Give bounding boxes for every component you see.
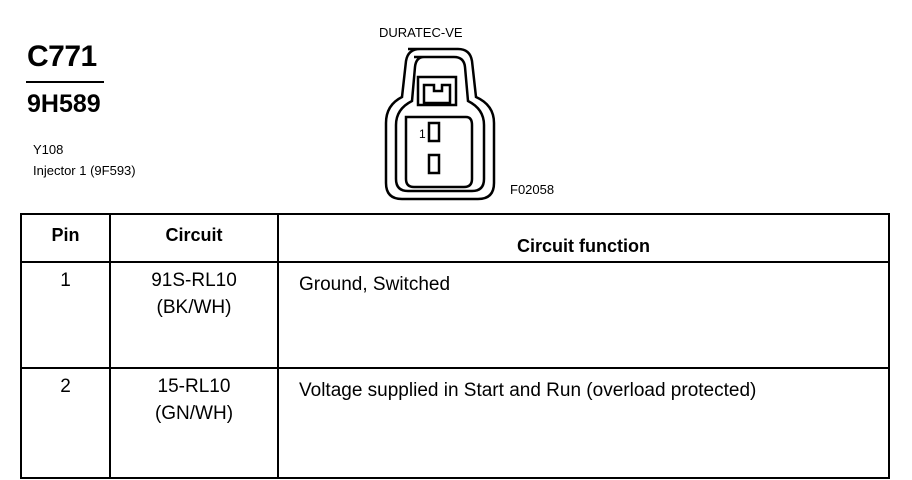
connector-face-diagram: 1	[384, 47, 496, 201]
title-underline	[26, 81, 104, 83]
circuit-cell: 91S-RL10 (BK/WH)	[109, 261, 279, 369]
pin-1-terminal	[427, 121, 441, 143]
connector-housing-outer	[384, 47, 496, 201]
header-circuit: Circuit	[109, 213, 279, 263]
component-name: Injector 1 (9F593)	[33, 163, 136, 178]
connector-latch	[416, 75, 458, 107]
table-row: 1 91S-RL10 (BK/WH) Ground, Switched	[20, 261, 890, 369]
connector-id: C771	[27, 40, 97, 73]
pin-number: 2	[20, 367, 111, 479]
circuit-cell: 15-RL10 (GN/WH)	[109, 367, 279, 479]
cavity-frame	[404, 115, 474, 189]
table-row: 2 15-RL10 (GN/WH) Voltage supplied in St…	[20, 367, 890, 479]
figure-code: F02058	[510, 182, 555, 197]
header-function: Circuit function	[277, 213, 890, 263]
circuit-function: Voltage supplied in Start and Run (overl…	[277, 367, 890, 479]
circuit-id: 15-RL10	[157, 376, 231, 397]
pin-table: Pin Circuit Circuit function 1 91S-RL10 …	[20, 213, 890, 479]
pin-number: 1	[20, 261, 111, 369]
part-number: 9H589	[27, 90, 101, 118]
table-header-row: Pin Circuit Circuit function	[20, 213, 890, 263]
pin-2-terminal	[427, 153, 441, 175]
header-pin: Pin	[20, 213, 111, 263]
circuit-function: Ground, Switched	[277, 261, 890, 369]
wire-color: (GN/WH)	[154, 403, 234, 424]
wire-color: (BK/WH)	[156, 297, 232, 318]
engine-label: DURATEC-VE	[379, 25, 463, 40]
location-ref: Y108	[33, 142, 64, 157]
circuit-id: 91S-RL10	[151, 270, 237, 291]
pin-1-marker: 1	[419, 127, 426, 141]
connector-housing-inner	[394, 55, 486, 193]
